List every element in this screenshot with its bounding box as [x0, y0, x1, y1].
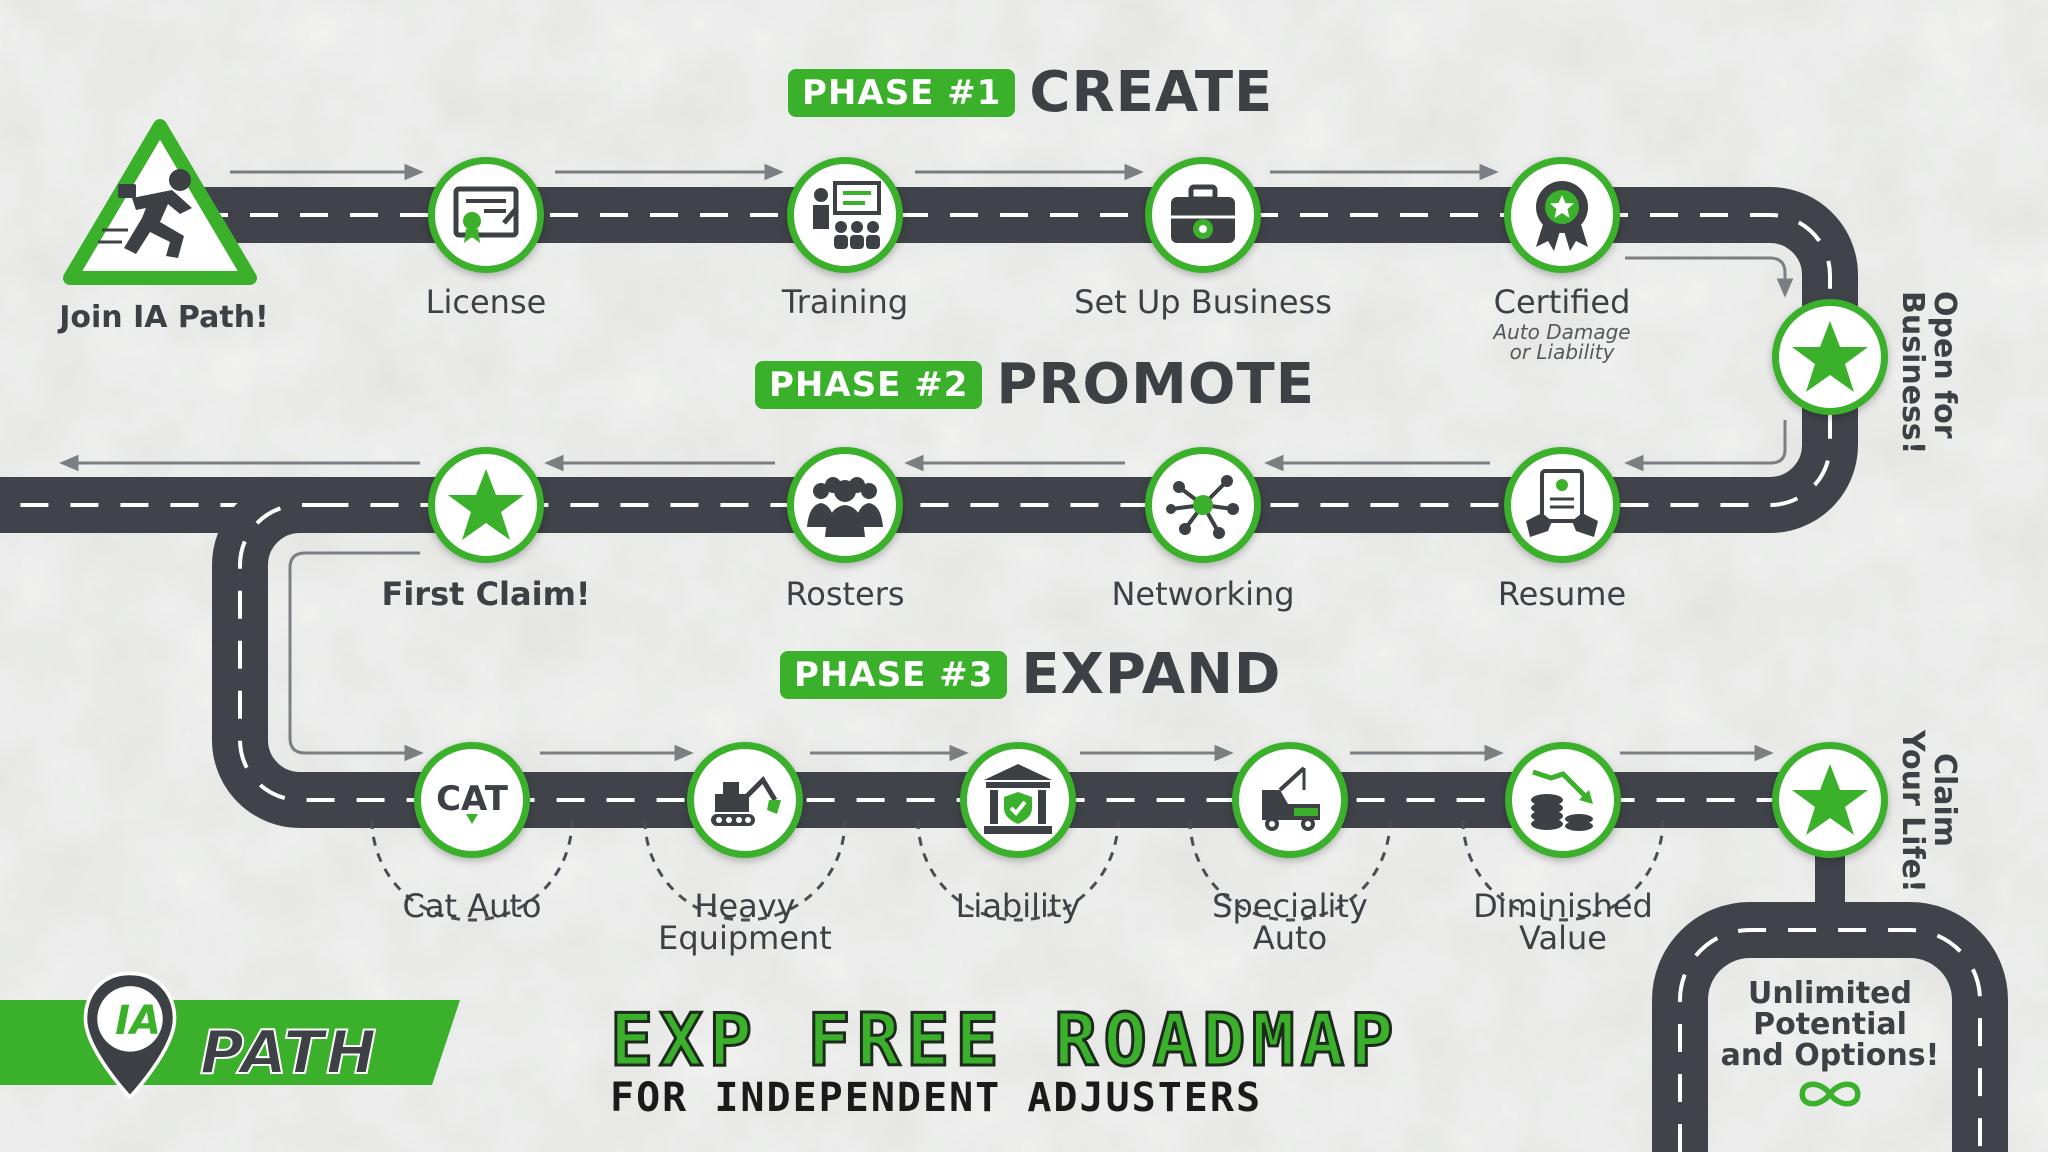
end-line-2: Potential [1753, 1007, 1907, 1042]
open-for-business-text: Open for Business! [1892, 291, 1962, 455]
step-liability [960, 742, 1076, 858]
cat-logo-icon: CAT [436, 779, 509, 824]
certificate-icon [453, 186, 519, 243]
runner-warning-icon [63, 119, 257, 285]
claim-line-2: Your Life! [1895, 730, 1930, 893]
step-license-label: License [425, 283, 547, 321]
phase-1-tag: PHASE #1 [788, 68, 1016, 117]
star-icon [448, 469, 524, 540]
coins-down-icon [1531, 769, 1593, 831]
phase-1-title: CREATE [1029, 60, 1274, 125]
award-badge-icon [1536, 181, 1588, 251]
step-rosters-label: Rosters [785, 575, 905, 613]
phase-3-heading: PHASE #3 EXPAND [780, 642, 1281, 707]
step-certified-label: Certified [1493, 283, 1631, 321]
step-heavy-equipment-label-1: Heavy [694, 887, 796, 925]
phase-3-tag: PHASE #3 [780, 650, 1008, 699]
svg-text:CAT: CAT [436, 779, 509, 819]
step-first-claim-label: First Claim! [381, 575, 591, 613]
step-set-up-business [1145, 157, 1261, 273]
end-line-3: and Options! [1720, 1038, 1940, 1073]
step-diminished-value [1505, 742, 1621, 858]
claim-your-life-text: Claim Your Life! [1892, 730, 1962, 893]
step-license [428, 157, 544, 273]
logo-prefix: IA [115, 998, 161, 1044]
star-icon [1792, 764, 1868, 835]
step-diminished-value-label-2: Value [1519, 919, 1607, 957]
logo-name: PATH [199, 1017, 379, 1089]
certified-sub-1: Auto Damage [1493, 320, 1631, 344]
step-diminished-value-label-1: Diminished [1473, 887, 1653, 925]
star-icon [1792, 321, 1868, 392]
step-resume [1504, 447, 1620, 563]
bank-shield-icon [984, 764, 1052, 834]
certified-sub-2: or Liability [1509, 340, 1615, 364]
tow-truck-icon [1262, 766, 1320, 831]
open-line-2: Business! [1895, 291, 1930, 455]
step-heavy-equipment-label-2: Equipment [658, 919, 832, 957]
step-set-up-business-label: Set Up Business [1074, 283, 1332, 321]
step-resume-label: Resume [1497, 575, 1627, 613]
group-icon [807, 477, 883, 537]
step-liability-label: Liability [955, 887, 1081, 925]
start-label: Join IA Path! [59, 300, 269, 335]
step-heavy-equipment [687, 742, 803, 858]
resume-icon [1526, 469, 1598, 537]
end-line-1: Unlimited [1748, 976, 1912, 1011]
map-pin-icon [83, 971, 177, 1100]
phase-3-title: EXPAND [1021, 642, 1282, 707]
phase-2-heading: PHASE #2 PROMOTE [755, 352, 1315, 417]
claim-line-1: Claim [1927, 752, 1962, 848]
step-training [787, 157, 903, 273]
step-rosters [787, 447, 903, 563]
milestone-open-for-business [1772, 299, 1888, 415]
step-first-claim [428, 447, 544, 563]
step-training-label: Training [781, 283, 909, 321]
step-networking-label: Networking [1111, 575, 1295, 613]
end-text: Unlimited Potential and Options! [1700, 978, 1960, 1119]
excavator-icon [711, 775, 781, 826]
infinity-icon [1799, 1081, 1861, 1107]
step-cat-auto-label: Cat Auto [402, 887, 542, 925]
step-cat-auto: CAT [414, 742, 530, 858]
open-line-1: Open for [1927, 291, 1962, 439]
classroom-icon [813, 181, 881, 249]
phase-2-tag: PHASE #2 [755, 360, 983, 409]
briefcase-gear-icon [1171, 184, 1235, 243]
step-speciality-auto-label-1: Speciality [1212, 887, 1368, 925]
network-icon [1166, 475, 1239, 539]
phase-1-heading: PHASE #1 CREATE [788, 60, 1273, 125]
start-warning-sign [62, 118, 258, 288]
step-speciality-auto-label-2: Auto [1252, 919, 1328, 957]
ia-path-logo: IA PATH [80, 968, 500, 1118]
headline-title: EXP FREE ROADMAP [609, 998, 1400, 1082]
step-networking [1145, 447, 1261, 563]
step-certified [1504, 157, 1620, 273]
milestone-claim-your-life [1772, 742, 1888, 858]
phase-2-title: PROMOTE [996, 352, 1315, 417]
headline-subtitle: FOR INDEPENDENT ADJUSTERS [610, 1075, 1263, 1121]
step-speciality-auto [1232, 742, 1348, 858]
